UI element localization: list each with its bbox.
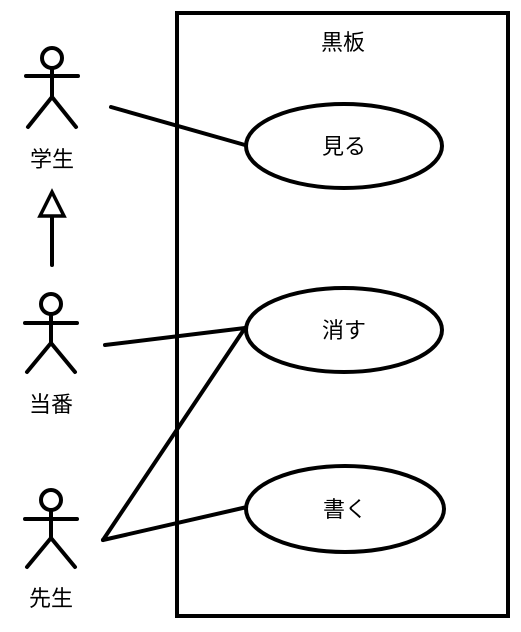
generalization-arrowhead-icon	[37, 188, 67, 218]
stick-figure-icon	[23, 292, 79, 374]
stick-figure-icon	[23, 488, 79, 569]
use-case-write: 書く	[244, 464, 446, 554]
stick-figure-icon	[24, 46, 80, 129]
actor-teacher-label: 先生	[29, 587, 73, 612]
actor-teacher: 先生	[23, 488, 79, 612]
actor-duty-label: 当番	[29, 393, 73, 418]
system-label: 黒板	[321, 31, 365, 56]
system-boundary	[175, 11, 510, 618]
actor-student-label: 学生	[30, 148, 74, 173]
association-teacher-erase	[101, 326, 247, 542]
association-duty-erase	[103, 326, 247, 347]
use-case-see-label: 見る	[322, 135, 366, 160]
use-case-see-ellipse	[244, 102, 444, 190]
use-case-write-ellipse	[244, 464, 446, 554]
association-teacher-write	[101, 505, 249, 542]
use-case-write-label: 書く	[323, 498, 367, 523]
use-case-erase-label: 消す	[322, 319, 366, 344]
actor-student: 学生	[24, 46, 80, 173]
generalization-duty-student	[37, 188, 67, 267]
use-case-see: 見る	[244, 102, 444, 190]
association-student-see	[109, 105, 247, 147]
use-case-erase-ellipse	[244, 286, 444, 374]
use-case-erase: 消す	[244, 286, 444, 374]
actor-duty: 当番	[23, 292, 79, 418]
